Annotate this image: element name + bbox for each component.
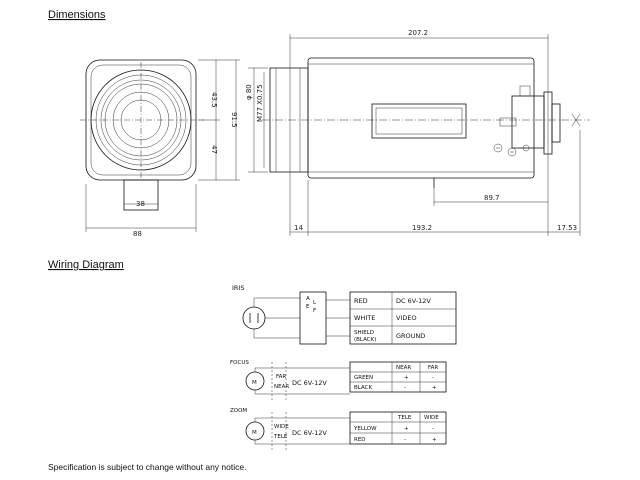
focus-supply: DC 6V-12V (292, 379, 327, 387)
focus-row1-a: + (404, 375, 409, 381)
focus-end-near: NEAR (274, 384, 289, 390)
mount-offset-dim: 89.7 (484, 194, 500, 202)
mount-width-dim: 38 (136, 200, 145, 208)
focus-head-far: FAR (428, 365, 438, 371)
height-total-dim: 91.5 (230, 112, 238, 128)
iris-row3-signal: GROUND (396, 332, 425, 340)
focus-row2-b: + (432, 385, 437, 391)
zoom-end-wide: WIDE (274, 424, 289, 430)
rear-offset-dim: 17.53 (557, 224, 577, 232)
height-upper-dim: 43.5 (210, 92, 218, 108)
iris-row3-color: SHIELD (354, 330, 374, 336)
side-view: φ 80 M77 X0.75 207.2 89.7 14 193.2 17.53 (245, 29, 590, 236)
iris-pin-f: F (313, 308, 316, 314)
diameter-dim: φ 80 (245, 84, 253, 100)
zoom-row1-a: + (404, 426, 409, 432)
zoom-head-tele: TELE (397, 415, 412, 421)
thread-dim: M77 X0.75 (256, 84, 264, 122)
iris-row3-color2: (BLACK) (354, 337, 376, 343)
zoom-supply: DC 6V-12V (292, 429, 327, 437)
dimensions-heading: Dimensions (48, 9, 106, 21)
zoom-row1-b: - (432, 426, 434, 432)
iris-wiring: IRIS A E L F RED DC 6V-12V WHITE VIDEO S… (232, 284, 457, 345)
iris-pin-a: A (306, 296, 310, 302)
zoom-row2-wire: RED (354, 437, 366, 443)
zoom-row1-wire: YELLOW (353, 426, 377, 432)
focus-end-far: FAR (276, 374, 286, 380)
iris-row2-signal: VIDEO (396, 314, 417, 322)
front-view: 38 88 43.5 47 91.5 (80, 59, 240, 238)
focus-row2-wire: BLACK (354, 385, 372, 391)
zoom-wiring: ZOOM M WIDE TELE DC 6V-12V TELE WIDE YEL… (230, 408, 447, 450)
iris-pin-l: L (313, 300, 317, 306)
front-width-dim: 88 (133, 230, 142, 238)
focus-row1-b: - (432, 375, 434, 381)
wiring-heading: Wiring Diagram (48, 259, 124, 271)
zoom-end-tele: TELE (273, 434, 288, 440)
iris-row2-color: WHITE (354, 314, 375, 322)
iris-row1-signal: DC 6V-12V (396, 297, 431, 305)
body-length-dim: 193.2 (412, 224, 432, 232)
focus-label: FOCUS (230, 360, 249, 366)
total-length-dim: 207.2 (408, 29, 428, 37)
focus-row1-wire: GREEN (354, 375, 373, 381)
footer-note: Specification is subject to change witho… (48, 462, 246, 472)
zoom-motor: M (252, 430, 257, 436)
focus-row2-a: - (404, 385, 406, 391)
height-lower-dim: 47 (210, 145, 218, 154)
front-offset-dim: 14 (294, 224, 303, 232)
zoom-head-wide: WIDE (424, 415, 439, 421)
focus-head-near: NEAR (396, 365, 411, 371)
focus-motor: M (252, 380, 257, 386)
iris-row1-color: RED (354, 297, 368, 305)
focus-wiring: FOCUS M FAR NEAR DC 6V-12V NEAR FAR GREE… (230, 360, 447, 400)
zoom-row2-a: - (404, 437, 406, 443)
iris-pin-e: E (306, 304, 310, 310)
zoom-label: ZOOM (230, 408, 247, 414)
zoom-row2-b: + (432, 437, 437, 443)
iris-label: IRIS (232, 284, 244, 292)
